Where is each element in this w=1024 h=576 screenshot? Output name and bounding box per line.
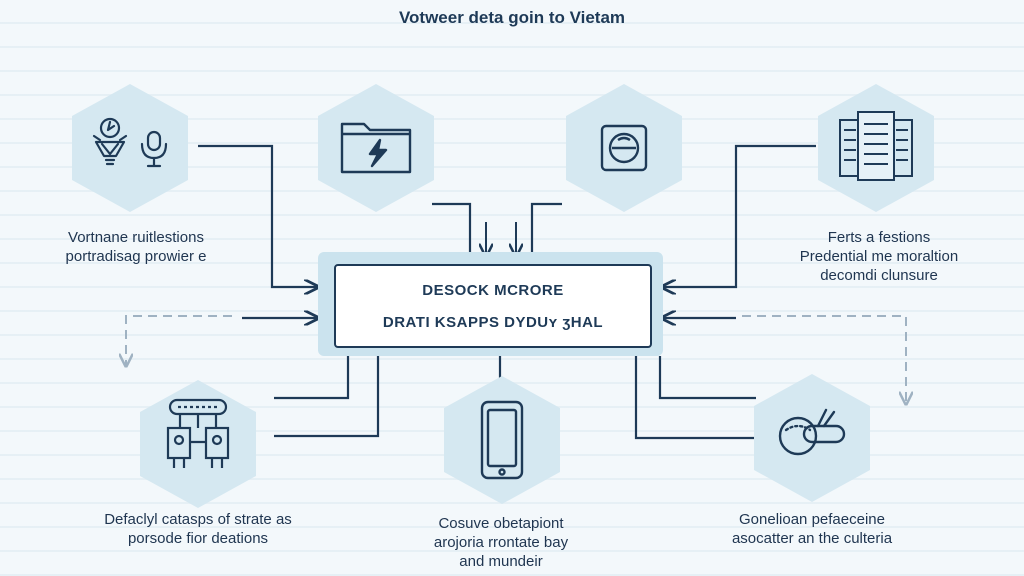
central-box: DESOCK MCRORE DRATI KSAPPS DYDUʏ ʒHAL	[334, 264, 652, 348]
connector-bottom-left-a	[274, 356, 350, 400]
connector-bottom-right-a	[634, 356, 756, 440]
caption-line: decomdi clunsure	[820, 267, 938, 284]
magnifier-icon	[778, 408, 846, 456]
caption-line: arojoria rrontate bay	[433, 534, 569, 551]
caption-line: Gonelioan pefaeceine	[739, 511, 885, 528]
central-box-subtitle: DRATI KSAPPS DYDUʏ ʒHAL	[382, 314, 604, 331]
diagram-title: Votweer deta goin to Vietam	[398, 8, 626, 27]
caption-line: porsode fior deations	[127, 530, 269, 547]
caption-line: Vortnane ruitlestions	[68, 229, 204, 246]
smartphone-icon	[480, 400, 524, 480]
lightbulb-icon	[92, 117, 168, 168]
caption-line: Predential me moraltion	[799, 248, 959, 265]
connector-top-center-a	[432, 202, 472, 252]
connector-top-center-b	[530, 202, 562, 252]
caption-line: Cosuve obetapiont	[438, 515, 564, 532]
server-rack-icon	[839, 111, 913, 181]
node-top-right-caption: Ferts a festions Predential me moraltion…	[764, 228, 994, 285]
caption-line: and mundeir	[459, 553, 543, 570]
caption-line: Ferts a festions	[827, 229, 931, 246]
node-top-left-caption: Vortnane ruitlestions portradisag prowie…	[36, 228, 236, 266]
connector-dashed-left	[126, 315, 232, 366]
connector-top-left	[198, 144, 318, 287]
circuit-icon	[166, 398, 230, 468]
node-bottom-left-hexagon	[140, 380, 256, 508]
central-box-title: DESOCK MCRORE	[422, 282, 564, 299]
node-bottom-left-caption: Defaclyl catasps of strate as porsode fi…	[82, 510, 314, 548]
gauge-icon	[600, 124, 648, 172]
connector-top-right	[662, 144, 816, 287]
caption-line: portradisag prowier e	[65, 248, 207, 265]
caption-line: Defaclyl catasps of strate as	[104, 511, 292, 528]
node-bottom-center-caption: Cosuve obetapiont arojoria rrontate bay …	[398, 514, 604, 571]
node-bottom-right-caption: Gonelioan pefaeceine asocatter an the cu…	[704, 510, 920, 548]
node-top-center-left-hexagon	[318, 84, 434, 212]
caption-line: asocatter an the culteria	[731, 530, 893, 547]
folder-bolt-icon	[340, 122, 412, 174]
connector-bottom-right-b	[658, 356, 756, 400]
connector-bottom-left-b	[274, 356, 380, 438]
